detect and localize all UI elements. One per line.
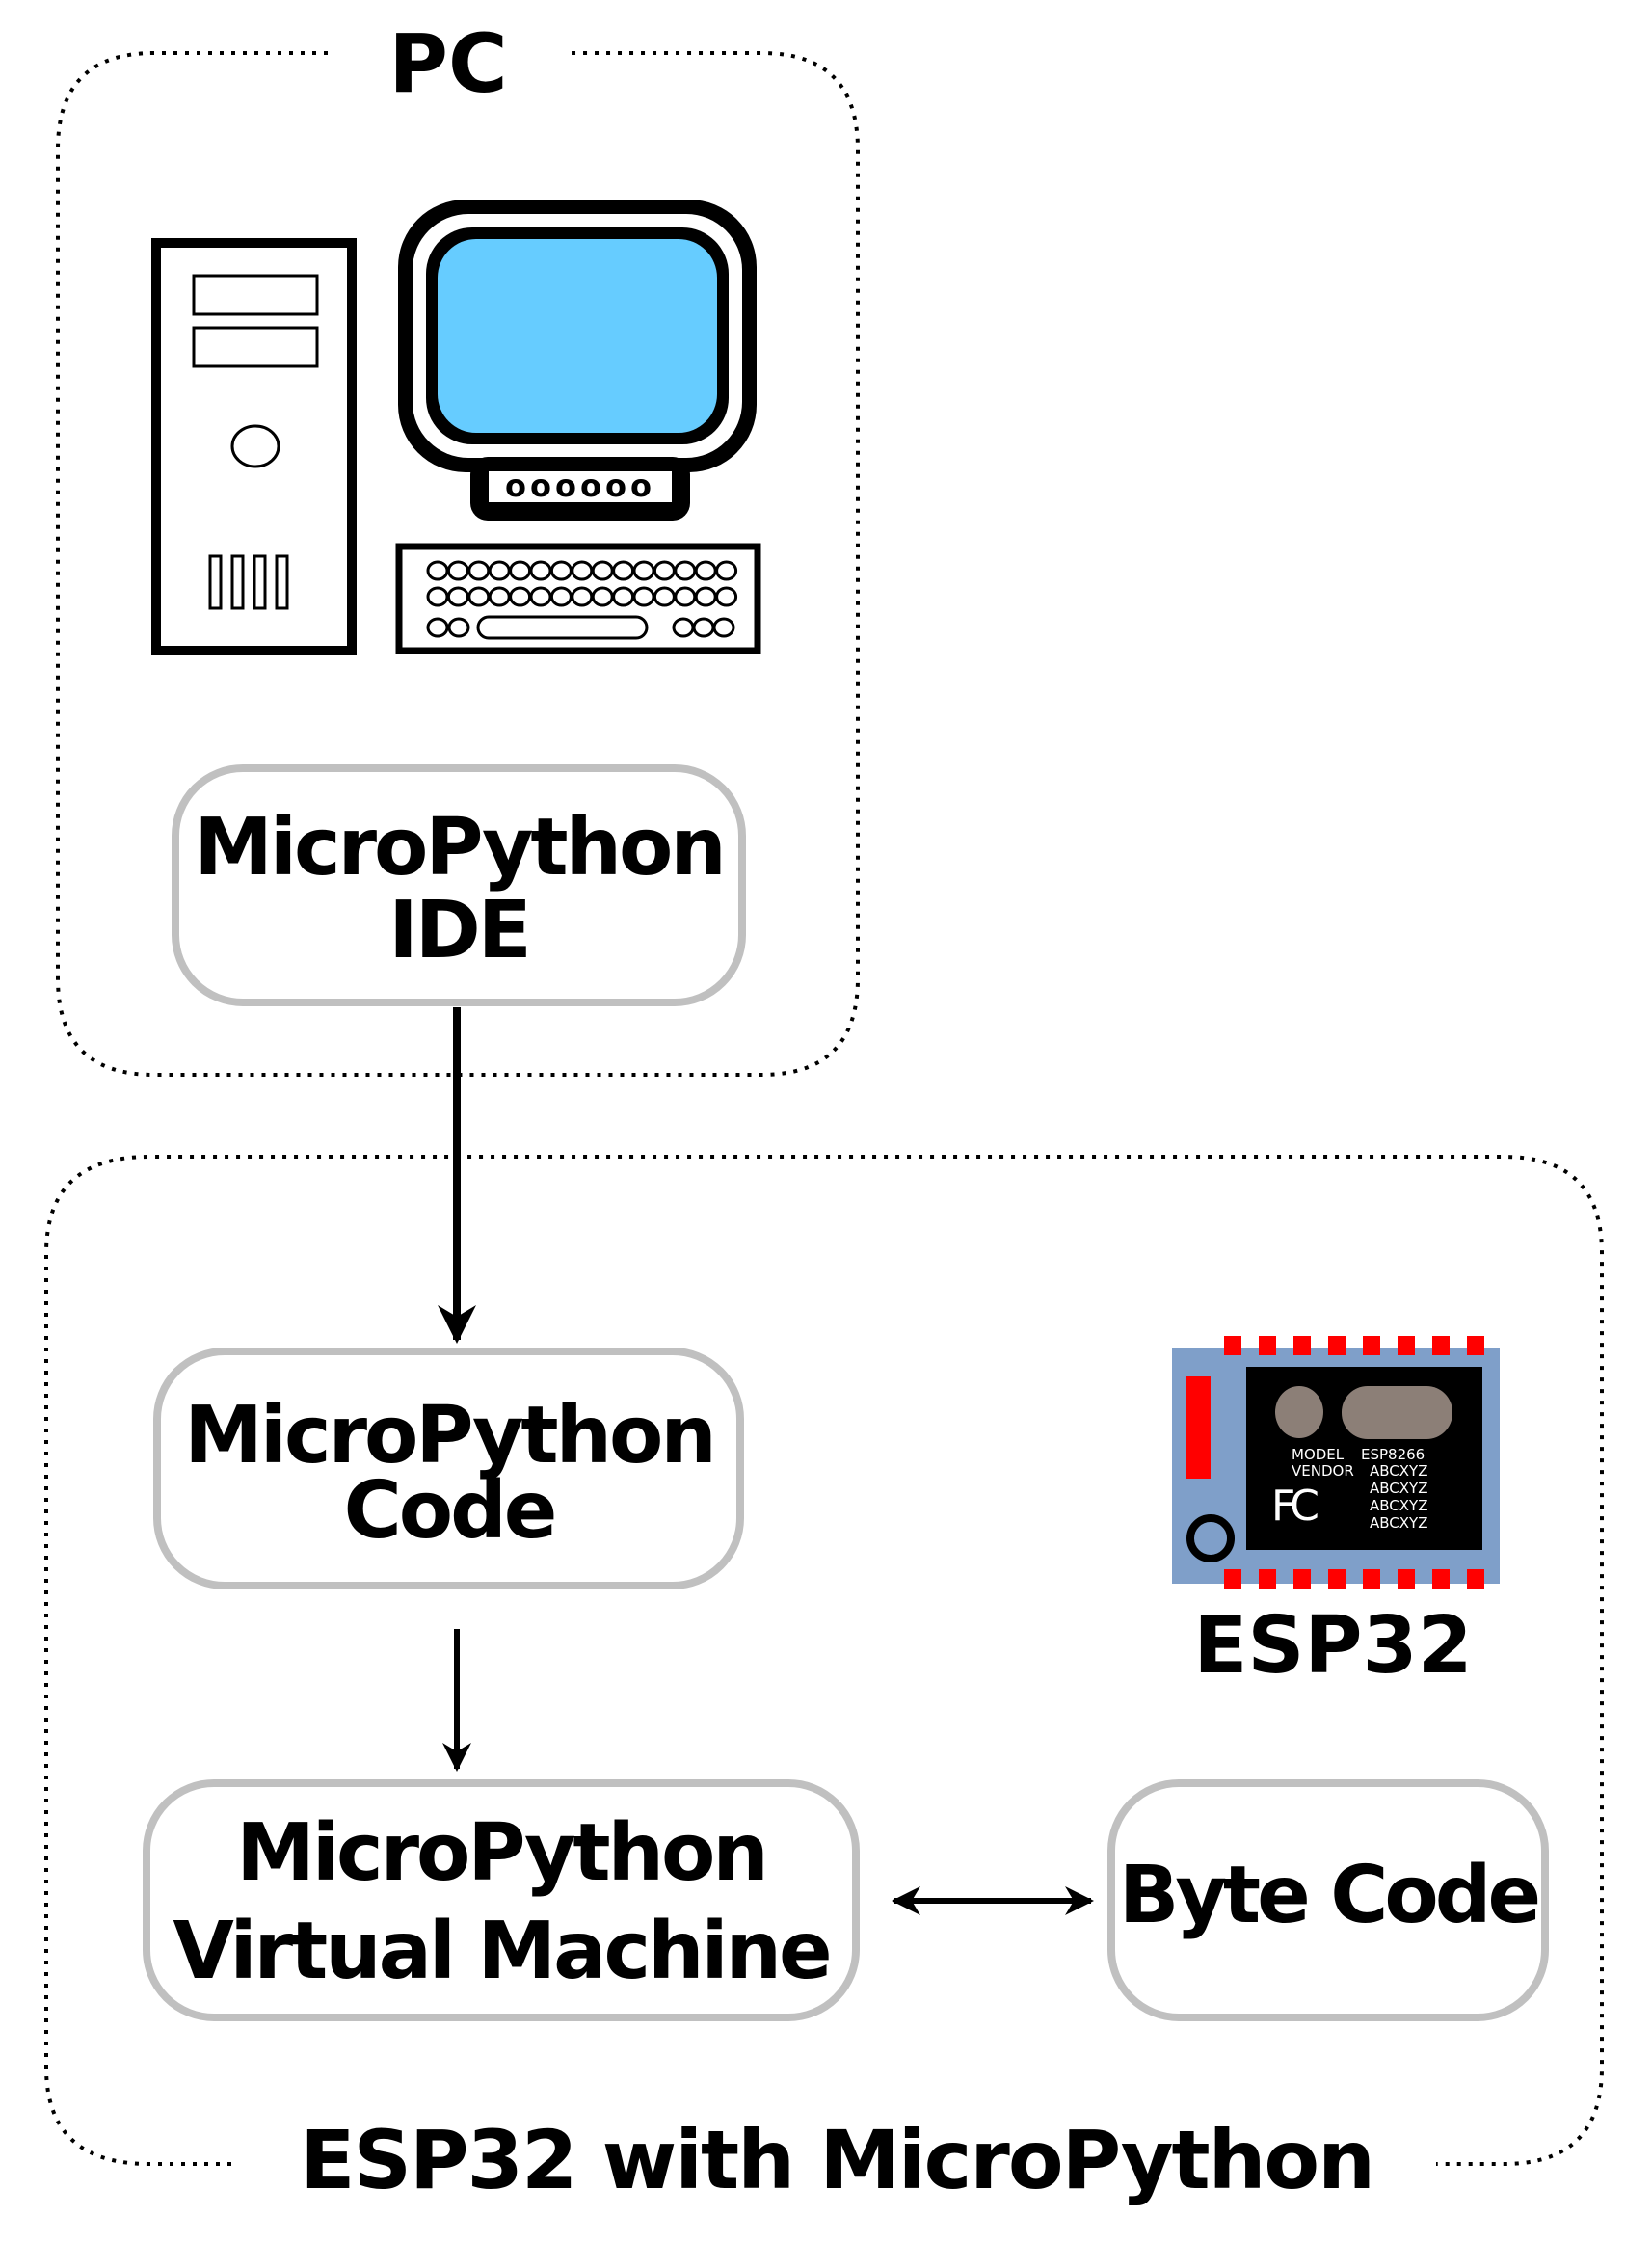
board-pin (1432, 1569, 1450, 1589)
keyboard-key (612, 560, 635, 581)
keyboard-key (549, 586, 573, 607)
keyboard-key (591, 586, 614, 607)
monitor-icon: oooooo (398, 200, 757, 521)
keyboard-key (591, 560, 614, 581)
pc-group-label: PC (388, 16, 507, 111)
board-pins (1224, 1336, 1484, 1589)
keyboard-key (612, 586, 635, 607)
board-pin (1224, 1569, 1241, 1589)
keyboard-key (694, 586, 717, 607)
pc-tower-icon (151, 238, 357, 655)
keyboard-key (446, 560, 469, 581)
keyboard-key (488, 586, 511, 607)
chip-vendor-value-3: ABCXYZ (1370, 1497, 1427, 1514)
keyboard-key (467, 586, 491, 607)
esp32-board-icon: MODEL ESP8266 VENDOR ABCXYZ ABCXYZ ABCXY… (1172, 1336, 1500, 1589)
node-code-line2: Code (344, 1465, 555, 1557)
keyboard-key (426, 617, 449, 638)
node-ide-line1: MicroPython (194, 802, 723, 894)
board-pin (1224, 1336, 1241, 1355)
keyboard-key (426, 586, 449, 607)
keyboard-key (692, 617, 715, 638)
keyboard-key (509, 586, 532, 607)
keyboard-key (571, 560, 594, 581)
board-pin (1363, 1336, 1380, 1355)
keyboard-key (529, 560, 552, 581)
keyboard-key (509, 560, 532, 581)
keyboard-key (488, 560, 511, 581)
node-code-line1: MicroPython (184, 1390, 713, 1482)
keyboard-key (632, 586, 655, 607)
keyboard-key (632, 560, 655, 581)
board-pin (1467, 1569, 1484, 1589)
node-ide-line2: IDE (388, 885, 529, 976)
board-pin (1398, 1336, 1415, 1355)
keyboard-key (674, 586, 697, 607)
node-code: MicroPython Code (153, 1348, 744, 1589)
chip-model-label: MODEL (1292, 1446, 1345, 1463)
board-pin (1259, 1569, 1276, 1589)
esp32-group-border (44, 1155, 1604, 2166)
chip-cert-mark: FC (1271, 1482, 1318, 1531)
esp32-group: ESP32 with MicroPython (44, 1155, 1604, 2207)
keyboard-key (467, 560, 491, 581)
keyboard-key (653, 586, 676, 607)
node-vm-line1: MicroPython (236, 1807, 765, 1899)
board-pin (1293, 1336, 1311, 1355)
node-bytecode-label: Byte Code (1119, 1850, 1538, 1941)
chip-vendor-value-1: ABCXYZ (1370, 1462, 1427, 1480)
keyboard-key (653, 560, 676, 581)
chip-vendor-value-4: ABCXYZ (1370, 1514, 1427, 1532)
keyboard-key (549, 560, 573, 581)
keyboard-key (715, 586, 738, 607)
keyboard-key (712, 617, 735, 638)
node-bytecode: Byte Code (1107, 1779, 1549, 2021)
pc-group: PC (56, 16, 860, 1077)
board-pin (1328, 1569, 1346, 1589)
board-pin (1363, 1569, 1380, 1589)
keyboard-key (672, 617, 695, 638)
keyboard-icon (395, 543, 761, 654)
chip-vendor-value-2: ABCXYZ (1370, 1480, 1427, 1497)
keyboard-key (715, 560, 738, 581)
board-pin (1432, 1336, 1450, 1355)
board-pin (1293, 1569, 1311, 1589)
node-vm-line2: Virtual Machine (173, 1906, 829, 1997)
keyboard-key (571, 586, 594, 607)
chip-model-value: ESP8266 (1361, 1446, 1425, 1463)
board-pin (1259, 1336, 1276, 1355)
board-pin (1467, 1336, 1484, 1355)
board-pin (1398, 1569, 1415, 1589)
keyboard-key (426, 560, 449, 581)
monitor-base-text: oooooo (505, 467, 655, 504)
keyboard-key (446, 586, 469, 607)
keyboard-keys (426, 560, 738, 638)
keyboard-key (447, 617, 470, 638)
device-label: ESP32 (1193, 1600, 1472, 1692)
keyboard-key (674, 560, 697, 581)
chip-vendor-label: VENDOR (1292, 1462, 1354, 1480)
esp32-group-label: ESP32 with MicroPython (300, 2113, 1373, 2207)
node-vm: MicroPython Virtual Machine (143, 1779, 860, 2021)
node-ide: MicroPython IDE (172, 764, 746, 1006)
keyboard-key (529, 586, 552, 607)
keyboard-key (694, 560, 717, 581)
board-pin (1328, 1336, 1346, 1355)
